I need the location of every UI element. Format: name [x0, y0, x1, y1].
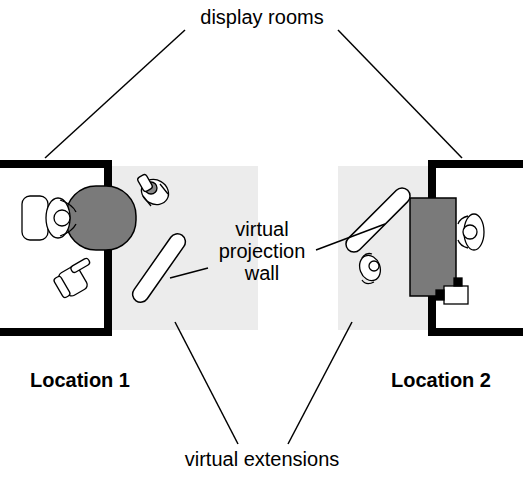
projection-wall [130, 231, 189, 306]
location-label: Location 2 [366, 369, 516, 391]
location-label: Location 1 [5, 369, 155, 391]
camera-icon [436, 278, 468, 304]
table [410, 198, 456, 296]
person-icon [356, 252, 384, 283]
chair-icon [53, 257, 91, 298]
projection-wall [343, 185, 414, 256]
person-icon [137, 174, 173, 210]
callout-label: display rooms [162, 6, 362, 28]
person-icon [458, 214, 484, 250]
person-icon [22, 196, 76, 240]
table [66, 186, 136, 250]
callout-label: virtual extensions [152, 448, 372, 470]
callout-label: virtual projection wall [207, 218, 317, 284]
